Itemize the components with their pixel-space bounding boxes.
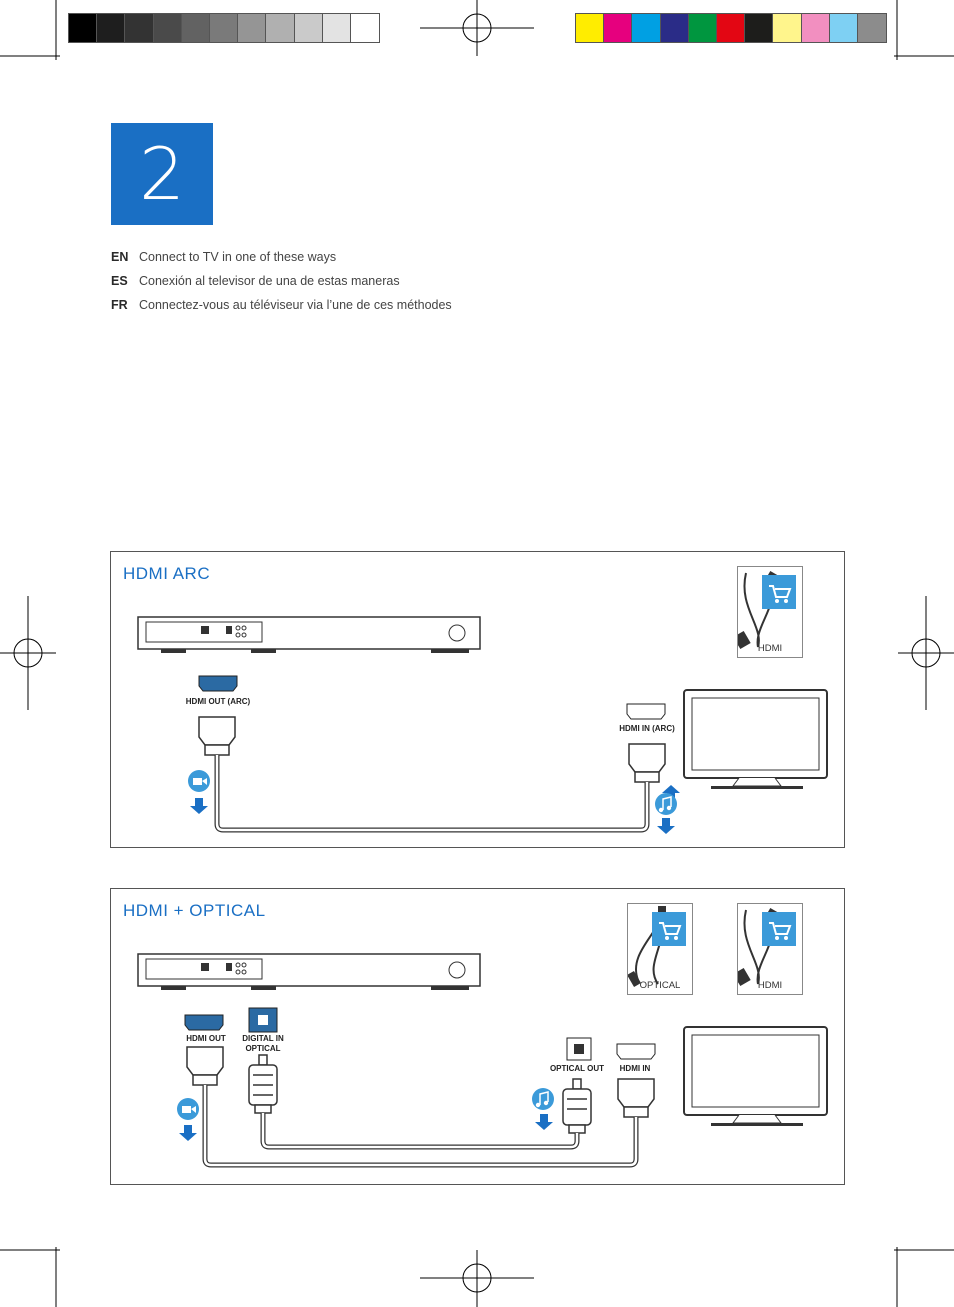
soundbar-device (137, 953, 481, 990)
optical-cable-card[interactable]: OPTICAL (627, 903, 693, 995)
arrow-down-icon (190, 798, 208, 814)
lang-code: ES (111, 274, 128, 288)
hdmi-in-port-icon (616, 1043, 656, 1060)
instruction-text: Connectez-vous au téléviseur via l’une d… (139, 298, 452, 312)
arrow-up-icon (662, 785, 680, 799)
soundbar-device (137, 616, 481, 653)
lang-code: EN (111, 250, 129, 264)
cable-label: OPTICAL (639, 980, 681, 991)
shopping-cart-icon (652, 912, 686, 946)
registration-mark-bottom (420, 1250, 534, 1307)
color-swatch (68, 13, 98, 43)
port-label-hdmi-out-arc: HDMI OUT (ARC) (185, 697, 251, 706)
panel-hdmi-arc: HDMI ARC HDMI (110, 551, 845, 848)
color-swatch (124, 13, 155, 43)
hdmi-optical-diagram (137, 953, 828, 1168)
color-swatch (293, 13, 324, 43)
optical-in-port-icon (248, 1007, 278, 1033)
color-swatch (716, 13, 746, 43)
panel-title: HDMI + OPTICAL (123, 901, 266, 920)
hdmi-out-port-icon (184, 1014, 224, 1031)
color-swatch (687, 13, 718, 43)
color-swatch (800, 13, 831, 43)
color-swatch (744, 13, 775, 43)
port-label-hdmi-in: HDMI IN (619, 1064, 651, 1073)
color-swatch (265, 13, 296, 43)
hdmi-out-port-icon (198, 675, 238, 692)
tv-device (683, 689, 828, 789)
color-swatch (180, 13, 211, 43)
arrow-down-icon (657, 818, 675, 834)
step-number-box: 2 (111, 123, 213, 225)
color-swatch (631, 13, 662, 43)
port-label-optical-out: OPTICAL OUT (549, 1064, 605, 1073)
color-swatch (237, 13, 268, 43)
music-note-icon (655, 793, 677, 815)
port-label-digital-in-optical: DIGITAL IN OPTICAL (242, 1034, 284, 1053)
color-swatch (857, 13, 887, 43)
music-note-icon (532, 1088, 554, 1110)
port-label-hdmi-out: HDMI OUT (186, 1034, 226, 1043)
hdmi-cable-card[interactable]: HDMI (737, 566, 803, 658)
instruction-en: EN Connect to TV in one of these ways (111, 250, 336, 264)
color-swatch (603, 13, 634, 43)
instruction-text: Connect to TV in one of these ways (139, 250, 337, 264)
arrow-down-icon (535, 1114, 553, 1130)
color-swatch (152, 13, 183, 43)
color-swatch (828, 13, 859, 43)
registration-mark-left (0, 596, 56, 710)
hdmi-in-port-icon (626, 703, 666, 720)
lang-code: FR (111, 298, 128, 312)
hdmi-plug-left (186, 1046, 224, 1086)
cable-label: HDMI (757, 643, 783, 654)
port-label-hdmi-in-arc: HDMI IN (ARC) (619, 724, 675, 733)
color-swatch (96, 13, 127, 43)
video-icon (177, 1098, 199, 1120)
tv-device (683, 1026, 828, 1126)
shopping-cart-icon (762, 912, 796, 946)
instruction-fr: FR Connectez-vous au téléviseur via l’une… (111, 298, 452, 312)
arrow-down-icon (179, 1125, 197, 1141)
color-swatch (772, 13, 803, 43)
shopping-cart-icon (762, 575, 796, 609)
instruction-es: ES Conexión al televisor de una de estas … (111, 274, 400, 288)
optical-plug-right (562, 1078, 592, 1134)
optical-out-port-icon (566, 1037, 592, 1061)
color-swatch (659, 13, 690, 43)
color-swatch (209, 13, 239, 43)
hdmi-arc-diagram (137, 616, 828, 834)
panel-title: HDMI ARC (123, 564, 211, 583)
cable-label: HDMI (757, 980, 783, 991)
registration-mark-right (898, 596, 954, 710)
color-swatch (350, 13, 380, 43)
instruction-text: Conexión al televisor de una de estas ma… (139, 274, 400, 288)
hdmi-cable-card[interactable]: HDMI (737, 903, 803, 995)
optical-plug-left (248, 1054, 278, 1114)
step-number: 2 (139, 132, 185, 216)
hdmi-plug-right (617, 1078, 655, 1118)
registration-mark-top (420, 0, 534, 56)
video-icon (188, 770, 210, 792)
hdmi-plug-right (628, 743, 666, 783)
color-swatch (321, 13, 352, 43)
color-swatch (575, 13, 605, 43)
panel-hdmi-optical: HDMI + OPTICAL OPTICAL HDMI (110, 888, 845, 1185)
hdmi-plug-left (198, 716, 236, 756)
